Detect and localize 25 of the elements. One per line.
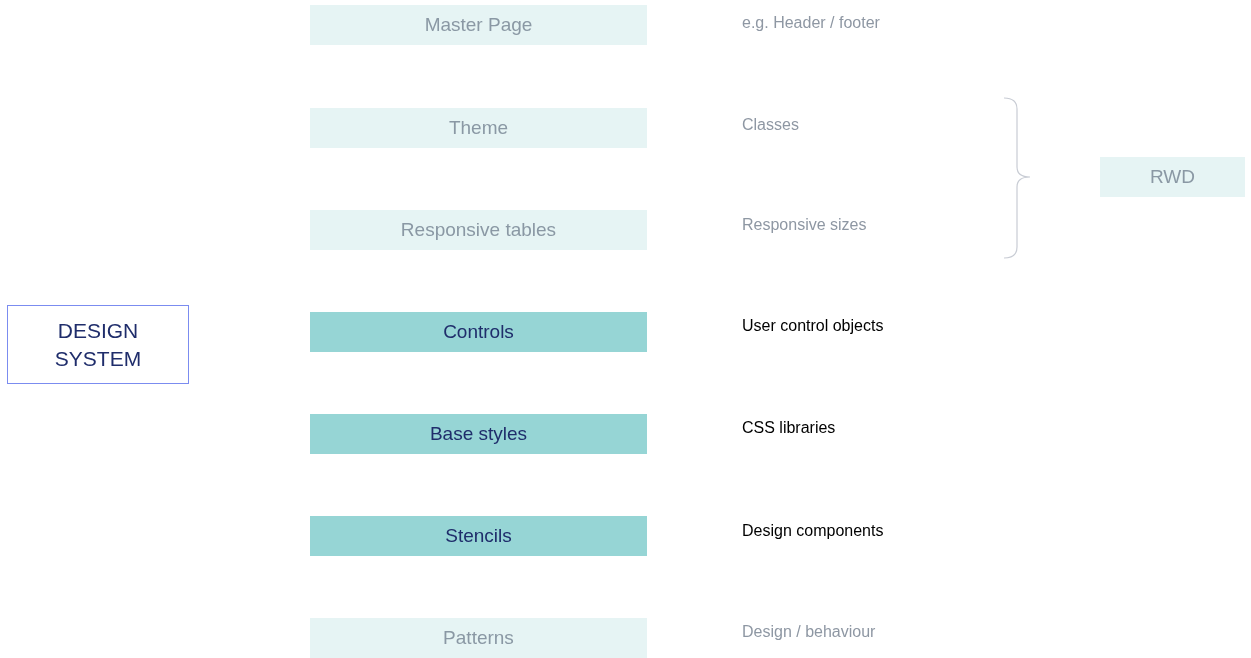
box-title: DESIGN SYSTEM xyxy=(53,318,143,372)
layer-label: Master Page xyxy=(424,14,533,36)
layer-label: Responsive tables xyxy=(400,219,557,241)
layer-label: Controls xyxy=(443,321,514,343)
layer-bar xyxy=(310,618,647,658)
layer-description: Responsive sizes xyxy=(742,216,867,234)
layer-bar xyxy=(310,210,647,250)
layer-bar xyxy=(310,5,647,45)
layer-bar xyxy=(310,108,647,148)
layer-description: CSS libraries xyxy=(742,419,836,437)
system-box xyxy=(7,305,189,384)
layer-label: Patterns xyxy=(443,627,514,649)
layer-bar xyxy=(310,516,647,556)
layer-bar xyxy=(1100,157,1245,197)
layer-description: Classes xyxy=(742,116,799,134)
layer-label: RWD xyxy=(1149,166,1195,188)
layer-description: e.g. Header / footer xyxy=(742,14,880,32)
layer-description: Design components xyxy=(742,522,884,540)
layer-description: Design / behaviour xyxy=(742,623,876,641)
layer-bar xyxy=(310,312,647,352)
layer-description: User control objects xyxy=(742,317,884,335)
layer-label: Base styles xyxy=(429,423,528,445)
layer-label: Stencils xyxy=(445,525,512,547)
layer-label: Theme xyxy=(448,117,509,139)
layer-bar xyxy=(310,414,647,454)
